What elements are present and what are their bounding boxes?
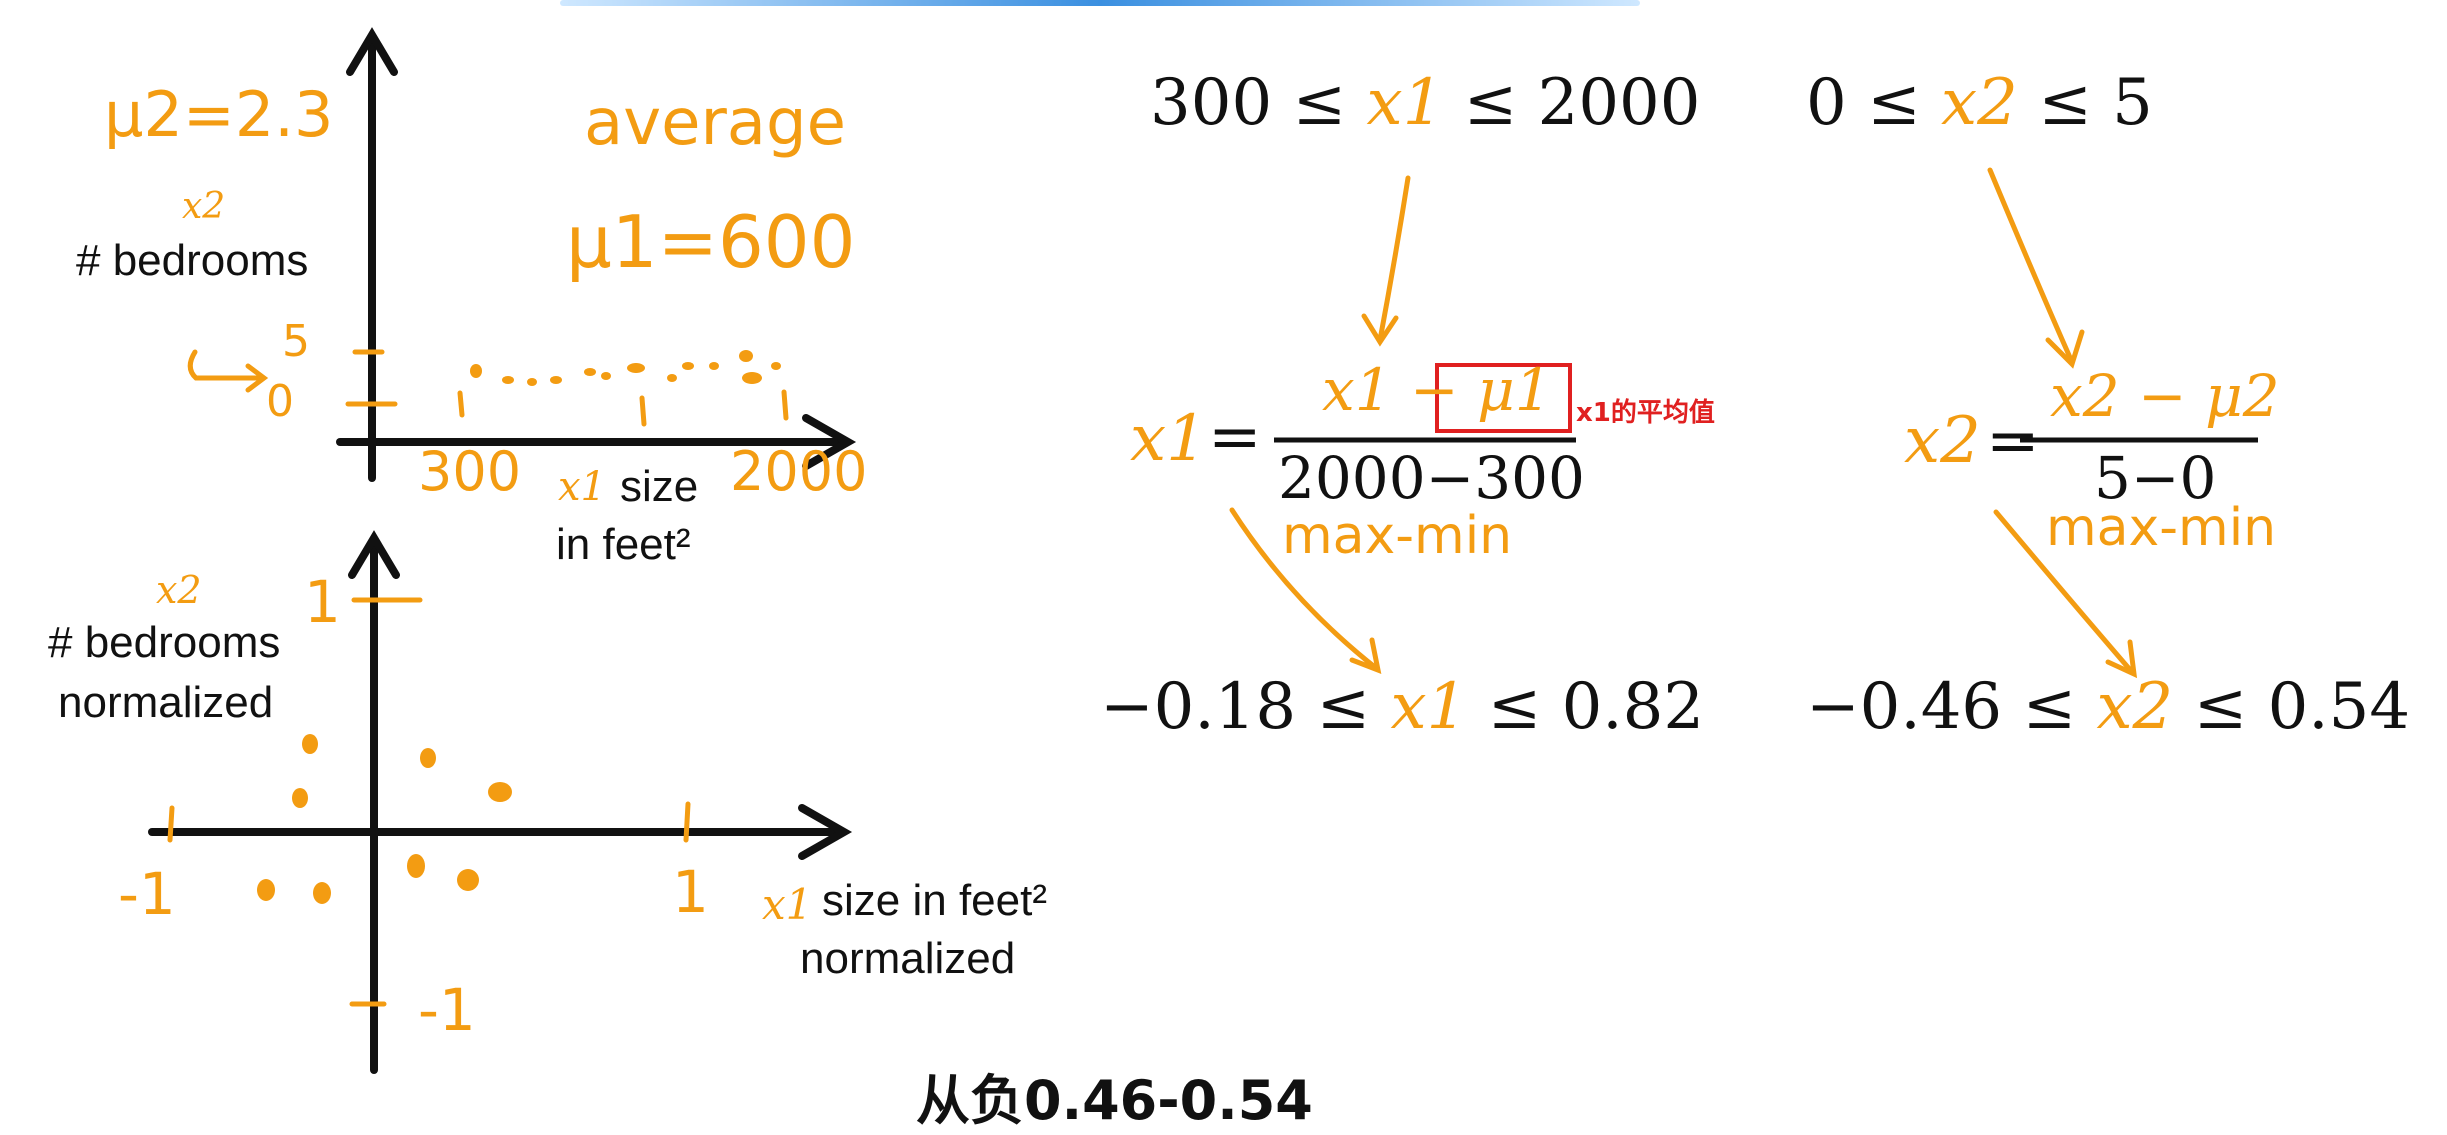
res1-left: −0.18 ≤ — [1100, 670, 1391, 744]
data-point — [627, 363, 645, 373]
bottom-x-var: x1 — [762, 880, 813, 929]
f2-lhs: x2 — [1904, 404, 1981, 478]
mu2-label: μ2=2.3 — [104, 78, 334, 151]
bottom-y-arrowhead — [348, 530, 400, 579]
result-x1: −0.18 ≤ x1 ≤ 0.82 — [1100, 670, 1704, 744]
bottom-y-var: x2 — [156, 568, 202, 612]
data-point — [550, 376, 562, 384]
data-point — [257, 879, 275, 901]
f2-equals: = — [1986, 404, 2040, 478]
f2-numerator: x2 − μ2 — [2050, 362, 2280, 430]
res2-var: x2 — [2096, 670, 2174, 744]
top-y-label: # bedrooms — [76, 236, 309, 285]
mu1-highlight-box — [1435, 363, 1572, 433]
diagram-canvas — [148, 27, 2258, 1074]
tick-300-mark — [457, 390, 465, 418]
range1-right: ≤ 2000 — [1443, 66, 1701, 140]
data-point — [502, 376, 514, 384]
res1-right: ≤ 0.82 — [1467, 670, 1705, 744]
tick-x-right-label: 1 — [672, 858, 709, 926]
arrow-range2-to-formula2 — [1987, 167, 2075, 365]
mu1-red-note: x1的平均值 — [1576, 398, 1715, 428]
f1-numerator: x1 − μ1 — [1322, 356, 1552, 424]
range-x1: 300 ≤ x1 ≤ 2000 — [1150, 66, 1700, 140]
top-plot-ticks — [187, 349, 789, 427]
res1-var: x1 — [1390, 670, 1468, 744]
f2-max-min-note: max-min — [2046, 498, 2277, 558]
tick-y-bottom-label: -1 — [418, 976, 476, 1044]
data-point — [682, 362, 694, 370]
top-x-label-feet: in feet² — [556, 520, 691, 569]
bottom-y-label-1: # bedrooms — [48, 618, 281, 667]
tick-pos1-x-mark — [683, 801, 691, 843]
data-point — [601, 372, 611, 380]
top-y-arrowhead — [346, 27, 398, 76]
formula-arrows — [1229, 167, 2138, 679]
tick-5-label: 5 — [282, 316, 310, 367]
bottom-y-label-2: normalized — [58, 678, 274, 727]
tick-300-label: 300 — [418, 440, 522, 503]
f1-denominator: 2000−300 — [1278, 444, 1585, 512]
top-x-label-size: size — [620, 462, 699, 511]
tick-neg1-x-mark — [167, 805, 175, 843]
tick-x-left-label: -1 — [118, 860, 176, 928]
bottom-plot-ticks — [167, 597, 691, 1007]
top-x-var: x1 — [558, 464, 607, 510]
tick-y-top-label: 1 — [304, 568, 341, 636]
data-point — [739, 350, 753, 362]
range1-var: x1 — [1366, 66, 1444, 140]
res2-left: −0.46 ≤ — [1806, 670, 2097, 744]
bottom-x-arrowhead — [798, 804, 853, 860]
tick-2000-mark — [781, 389, 789, 421]
data-point — [771, 362, 781, 370]
data-point — [457, 869, 479, 891]
f1-lhs: x1 — [1130, 402, 1207, 476]
bottom-x-label-1: size in feet² — [822, 876, 1047, 925]
top-x-arrowhead — [802, 414, 857, 470]
range1-left: 300 ≤ — [1150, 66, 1367, 140]
arrow-formula2-to-result2 — [1993, 509, 2135, 675]
tick-mid-mark — [639, 395, 647, 427]
arrow-to-range — [187, 349, 265, 381]
data-point — [407, 854, 425, 878]
data-point — [292, 788, 308, 808]
arrow-formula1-to-result1 — [1229, 507, 1379, 671]
result-x2: −0.46 ≤ x2 ≤ 0.54 — [1806, 670, 2410, 744]
bottom-x-label-2: normalized — [800, 934, 1016, 983]
data-point — [420, 748, 436, 768]
average-label: average — [584, 86, 846, 160]
range2-right: ≤ 5 — [2017, 66, 2153, 140]
data-point — [742, 372, 762, 384]
data-point — [313, 882, 331, 904]
range2-var: x2 — [1941, 66, 2018, 140]
data-point — [488, 782, 512, 802]
f2-denominator: 5−0 — [2094, 444, 2217, 512]
range2-left: 0 ≤ — [1806, 66, 1942, 140]
tick-2000-label: 2000 — [730, 440, 868, 503]
bottom-plot-points — [257, 734, 512, 904]
range-x2: 0 ≤ x2 ≤ 5 — [1806, 66, 2153, 140]
data-point — [527, 378, 537, 386]
bottom-plot-axes — [148, 530, 853, 1074]
data-point — [667, 374, 677, 382]
data-point — [584, 368, 596, 376]
res2-right: ≤ 0.54 — [2173, 670, 2411, 744]
f1-max-min-note: max-min — [1282, 506, 1513, 566]
mu1-label: μ1=600 — [566, 200, 856, 284]
top-y-var: x2 — [182, 186, 226, 227]
arrow-range1-to-formula1 — [1377, 175, 1411, 343]
data-point — [709, 362, 719, 370]
data-point — [470, 364, 482, 378]
top-plot-points — [470, 350, 781, 386]
tick-0-label: 0 — [266, 376, 294, 427]
f1-equals: = — [1208, 400, 1262, 474]
top-progress-strip — [560, 0, 1640, 6]
data-point — [302, 734, 318, 754]
